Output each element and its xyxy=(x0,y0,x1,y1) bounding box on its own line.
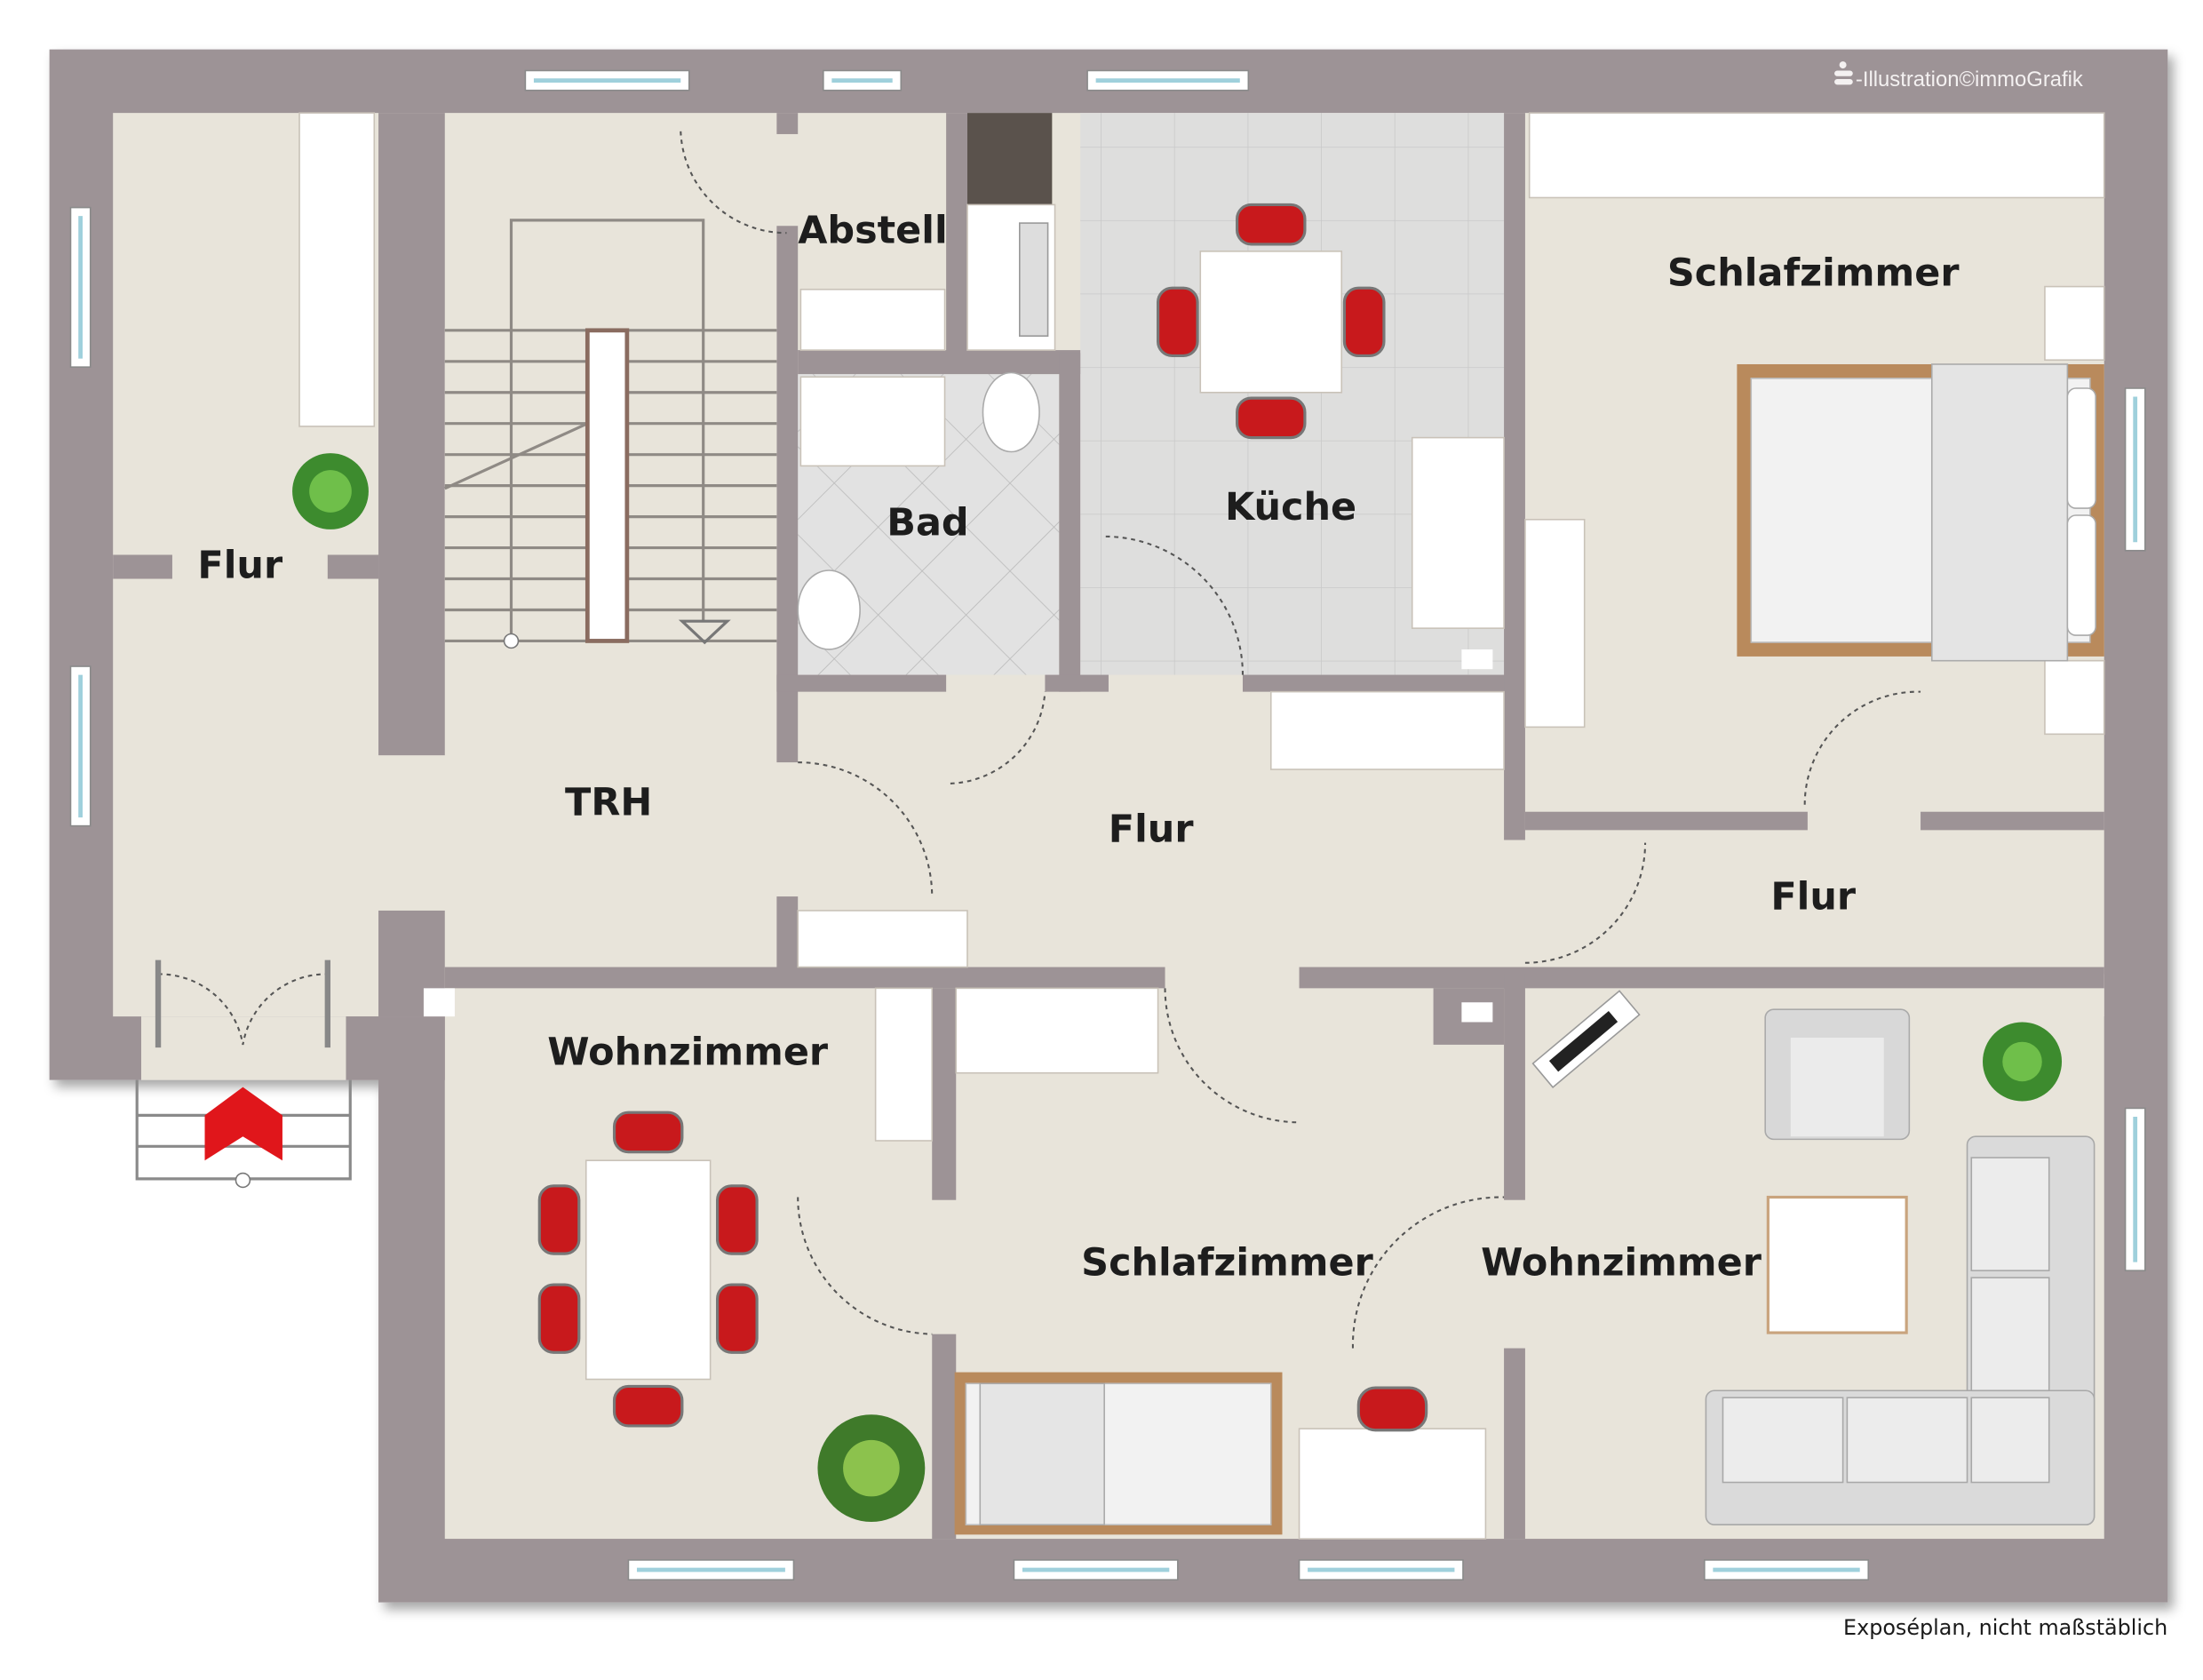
windows xyxy=(69,69,2146,1580)
window xyxy=(2124,387,2146,552)
room-label-flur: Flur xyxy=(1770,875,1857,920)
shaft xyxy=(1461,649,1493,670)
room-label-flur: Flur xyxy=(197,543,283,587)
plant-icon xyxy=(292,453,369,529)
kitchen-counter xyxy=(1411,436,1505,629)
coffee-table xyxy=(1766,1195,1908,1334)
desk xyxy=(1298,1428,1487,1540)
window xyxy=(524,69,690,92)
room-label-bad: Bad xyxy=(887,501,968,545)
dining-table xyxy=(537,1111,759,1428)
washer xyxy=(799,288,946,351)
window xyxy=(69,206,91,368)
nightstand xyxy=(2044,285,2105,362)
cabinet xyxy=(955,987,1159,1074)
cabinet xyxy=(874,987,934,1142)
plant-icon xyxy=(1983,1022,2063,1102)
plant-icon xyxy=(817,1414,926,1523)
entrance-steps xyxy=(135,1079,352,1189)
washbasin xyxy=(797,569,861,650)
door-swings xyxy=(155,131,1921,1349)
illustration-credit: -Illustration©immoGrafik xyxy=(1856,68,2083,92)
desk-chair xyxy=(1356,1386,1428,1432)
dresser xyxy=(1524,518,1586,729)
single-bed xyxy=(954,1372,1283,1535)
room-label-wohnzimmer: Wohnzimmer xyxy=(1481,1240,1762,1285)
window xyxy=(1298,1559,1464,1580)
tv xyxy=(1531,990,1641,1088)
room-label-schlafzimmer: Schlafzimmer xyxy=(1081,1240,1373,1285)
window xyxy=(823,69,903,92)
bathtub xyxy=(799,376,946,467)
double-bed xyxy=(1737,363,2104,662)
window xyxy=(2124,1107,2146,1271)
sparkasse-logo-icon xyxy=(1834,61,1853,85)
sideboard xyxy=(1269,690,1505,770)
room-label-abstell: Abstell xyxy=(798,209,948,253)
toilet xyxy=(982,371,1040,453)
room-label-trh: TRH xyxy=(565,780,652,824)
window xyxy=(627,1559,795,1580)
kitchen-table xyxy=(1157,203,1386,440)
room-label-flur: Flur xyxy=(1109,807,1195,851)
window xyxy=(69,665,91,827)
window xyxy=(1704,1559,1870,1580)
shaft xyxy=(1461,1002,1493,1023)
armchair-seat xyxy=(1790,1037,1884,1137)
stove xyxy=(966,113,1053,205)
wardrobe xyxy=(1528,112,2105,199)
wardrobe xyxy=(298,112,376,427)
staircase xyxy=(444,219,777,649)
shoe-cabinet xyxy=(797,910,968,968)
corner-sofa xyxy=(1705,1135,2096,1525)
room-label-schlafzimmer: Schlafzimmer xyxy=(1667,251,1960,295)
window xyxy=(1013,1559,1179,1580)
entrance-arrow-icon xyxy=(204,1087,282,1161)
scale-disclaimer: Exposéplan, nicht maßstäblich xyxy=(1843,1615,2167,1640)
window xyxy=(1086,69,1250,92)
room-label-wohnzimmer: Wohnzimmer xyxy=(547,1031,829,1075)
interior-walls xyxy=(113,113,2104,1540)
nightstand xyxy=(2044,659,2105,736)
shaft xyxy=(423,988,455,1017)
sink xyxy=(1019,222,1049,337)
room-label-kueche: Küche xyxy=(1225,485,1356,529)
